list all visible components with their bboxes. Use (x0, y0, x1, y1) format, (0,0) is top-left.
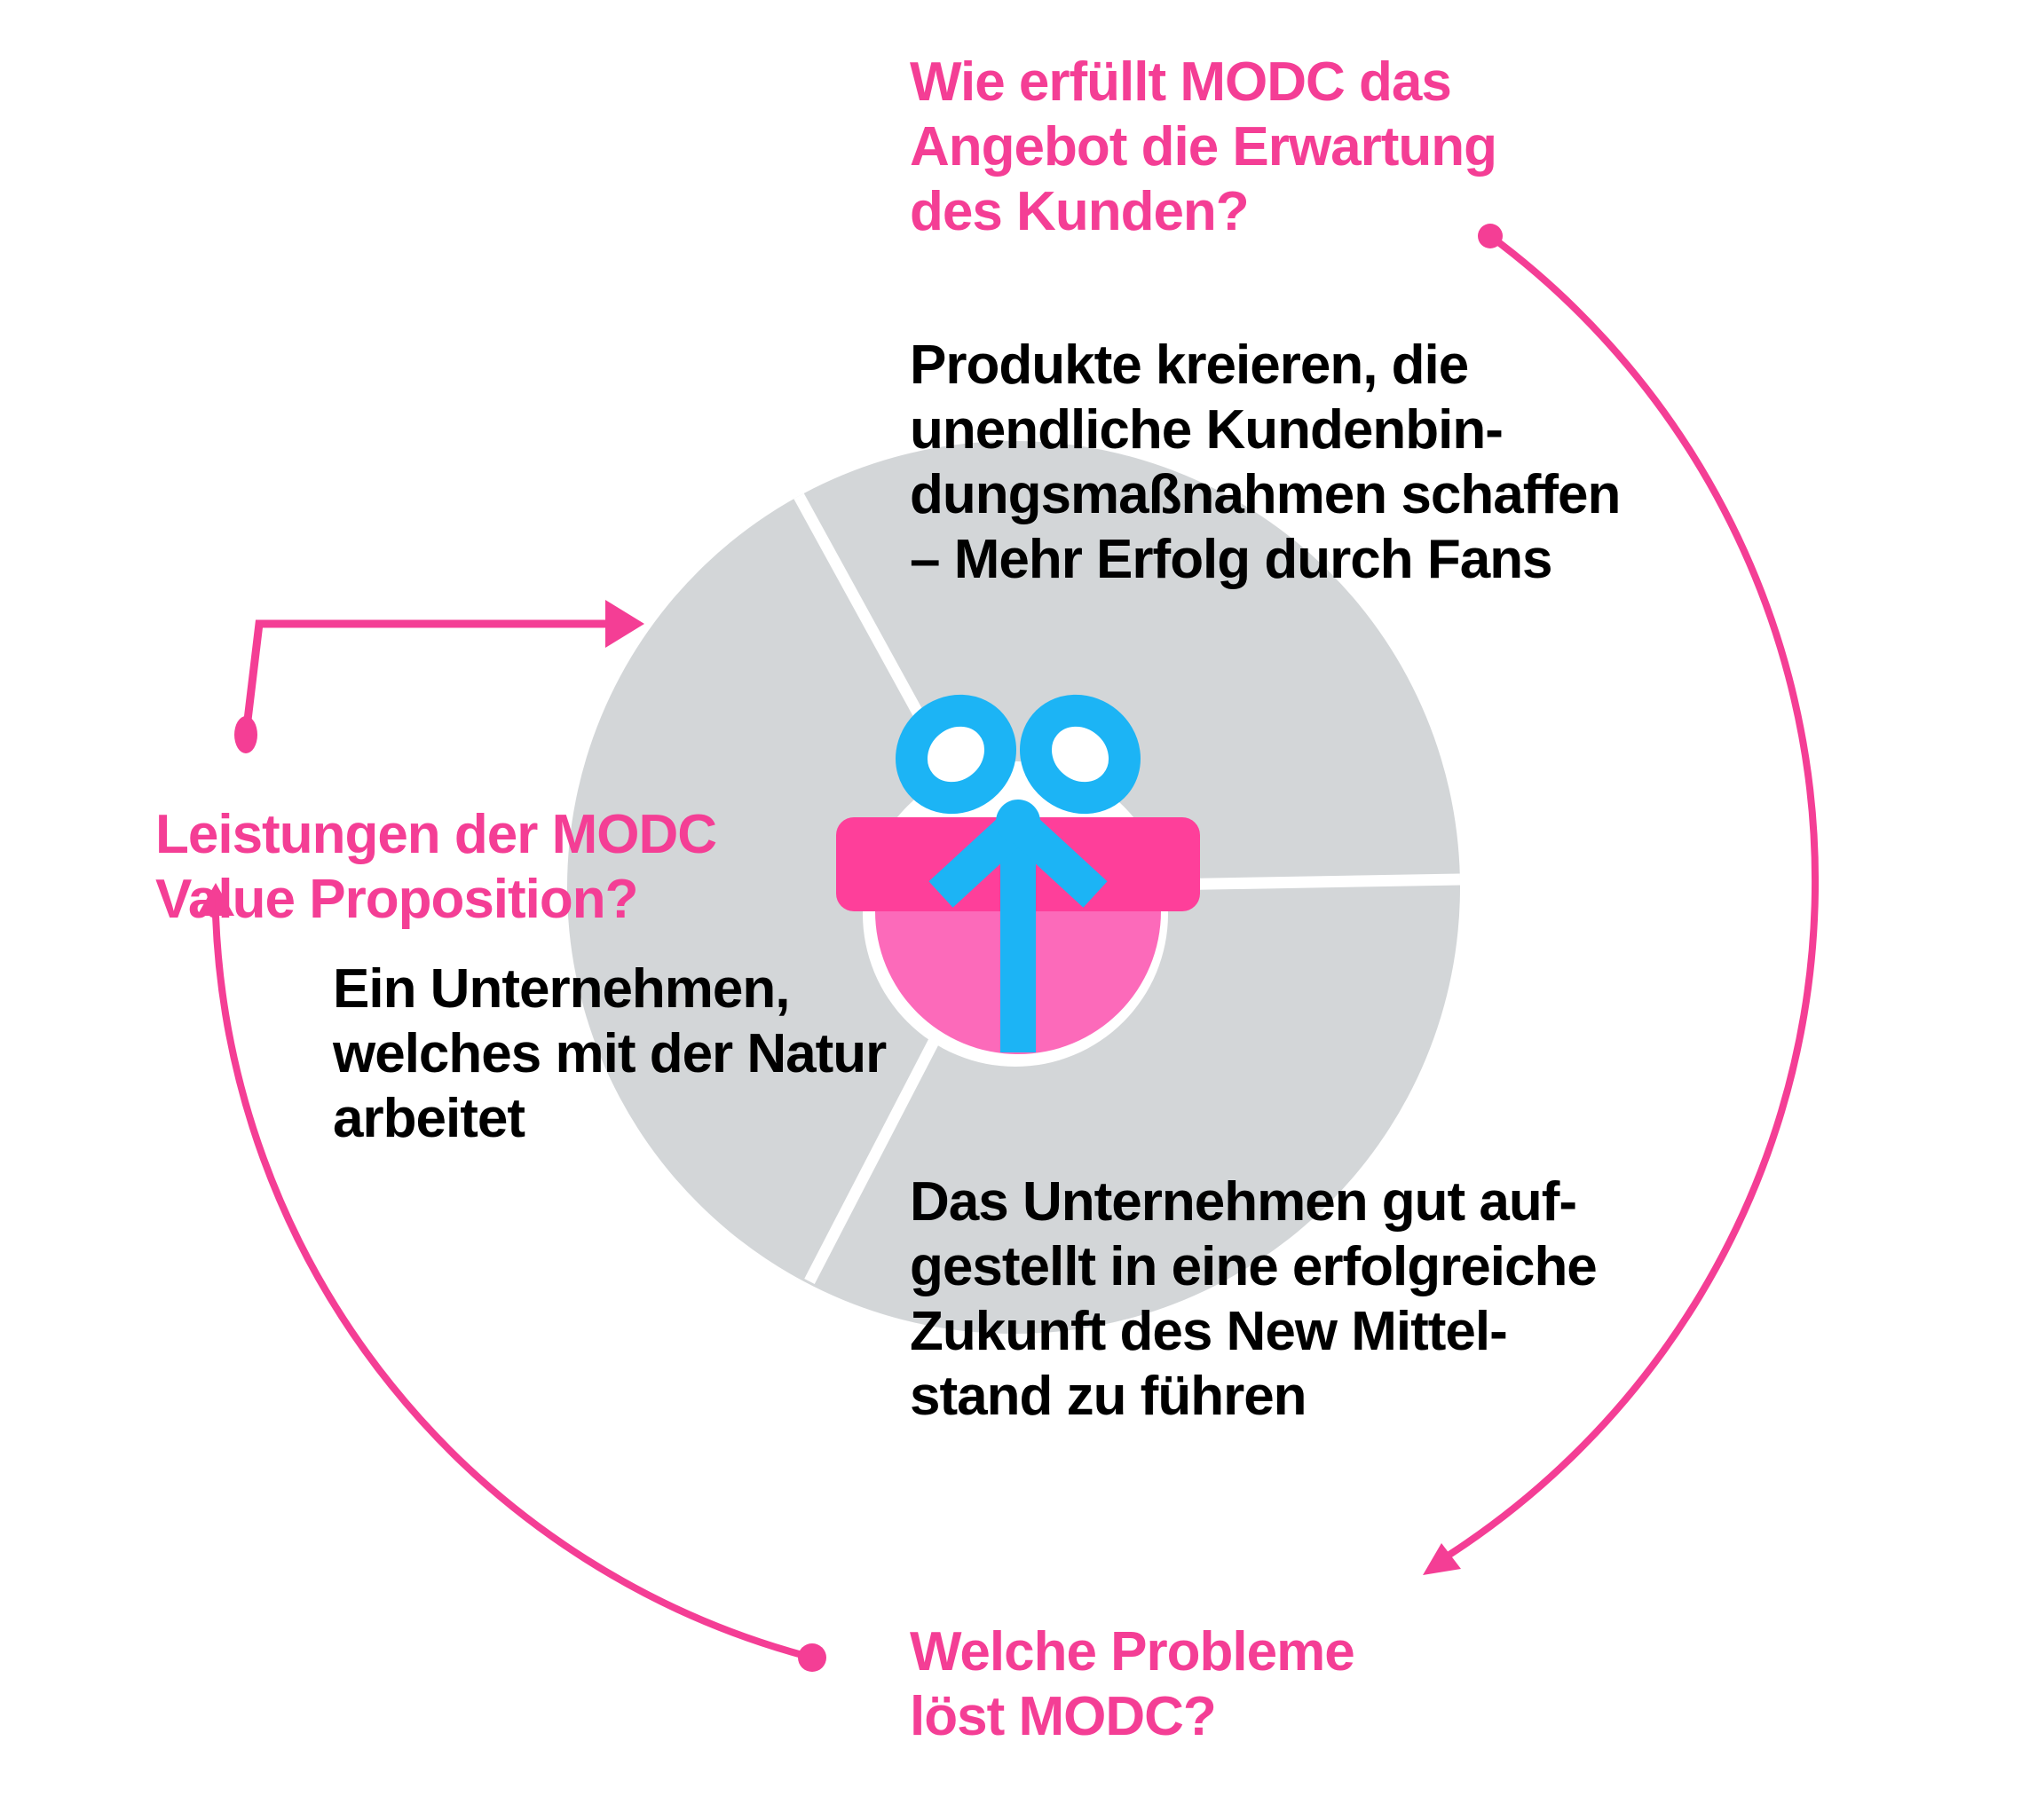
question-line: des Kunden? (910, 181, 1250, 242)
right-curve-arrow (1423, 224, 1820, 1575)
elbow-arrow (234, 600, 644, 753)
question-line: Welche Probleme (910, 1621, 1355, 1682)
question-line: Value Proposition? (155, 869, 639, 930)
statement-line: Ein Unternehmen, (333, 958, 791, 1020)
statement-bottom: Das Unternehmen gut auf- gestellt in ein… (910, 1170, 1598, 1429)
question-top-right: Wie erfüllt MODC das Angebot die Erwartu… (910, 50, 1497, 244)
arrowhead-down-left-icon (1423, 1543, 1461, 1575)
question-bottom: Welche Probleme löst MODC? (910, 1619, 1355, 1749)
gift-bow-loop-right (1020, 694, 1141, 815)
statement-line: Das Unternehmen gut auf- (910, 1171, 1577, 1233)
gift-icon (836, 694, 1200, 1054)
statement-line: welches mit der Natur (333, 1023, 887, 1084)
question-line: löst MODC? (910, 1686, 1217, 1747)
question-line: Leistungen der MODC (155, 804, 717, 865)
right-curve-line (1447, 232, 1820, 1558)
arrowhead-right-icon (605, 600, 644, 648)
statement-line: dungsmaßnahmen schaffen (910, 464, 1621, 525)
statement-left: Ein Unternehmen, welches mit der Natur a… (333, 957, 887, 1151)
statement-line: Zukunft des New Mittel- (910, 1301, 1508, 1362)
statement-line: stand zu führen (910, 1366, 1307, 1427)
question-line: Angebot die Erwartung (910, 116, 1497, 177)
statement-line: unendliche Kundenbin- (910, 399, 1504, 461)
statement-line: Produkte kreieren, die (910, 335, 1469, 396)
arrowhead-up-icon (197, 883, 234, 916)
statement-line: gestellt in eine erfolgreiche (910, 1236, 1598, 1297)
statement-line: – Mehr Erfolg durch Fans (910, 529, 1553, 590)
statement-top-right: Produkte kreieren, die unendliche Kunden… (910, 333, 1621, 592)
left-curve-arrow (197, 883, 826, 1672)
gift-bow-loop-left (896, 694, 1016, 815)
question-line: Wie erfüllt MODC das (910, 51, 1452, 113)
question-left: Leistungen der MODC Value Proposition? (155, 802, 717, 932)
left-curve-line (212, 915, 814, 1661)
elbow-arrow-line (241, 619, 609, 736)
gift-bow-knot (996, 800, 1040, 844)
statement-line: arbeitet (333, 1088, 525, 1149)
gift-ribbon-vertical (1000, 832, 1036, 1052)
